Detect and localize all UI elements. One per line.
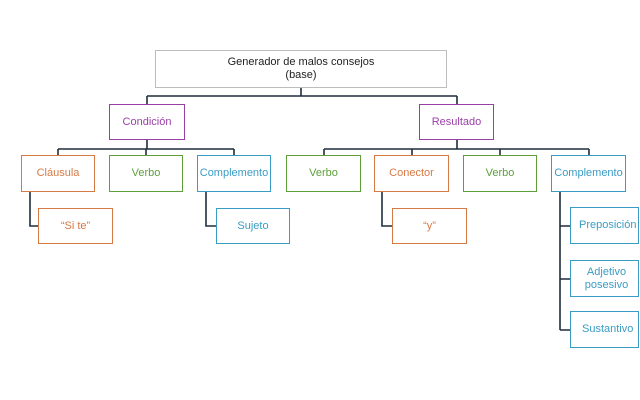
node-condicion: Condición [109,104,185,140]
node-sustantivo: Sustantivo [570,311,639,348]
node-complemento-condicion: Complemento [197,155,271,192]
node-conector: Conector [374,155,449,192]
root-title: Generador de malos consejos [227,56,375,68]
node-adjetivo-posesivo: Adjetivo posesivo [570,260,639,297]
node-y: “y” [392,208,467,244]
node-sujeto: Sujeto [216,208,290,244]
node-verbo-resultado-1: Verbo [286,155,361,192]
connector-resultado-children [323,140,590,155]
node-resultado: Resultado [419,104,494,140]
connector-complemento-leaves [559,192,570,331]
node-verbo-resultado-2: Verbo [463,155,537,192]
connector-complemento-leaf [205,192,216,227]
connector-clausula-leaf [29,192,38,227]
node-si-te: “Si te” [38,208,113,244]
node-verbo-condicion: Verbo [109,155,183,192]
node-preposicion: Preposición [570,207,639,244]
connector-root-branches [146,88,458,104]
connector-conector-leaf [381,192,392,227]
node-complemento-resultado: Complemento [551,155,626,192]
root-subtitle: (base) [285,69,317,81]
node-clausula: Cláusula [21,155,95,192]
connector-condicion-children [57,140,235,155]
root-node: Generador de malos consejos (base) [155,50,447,88]
